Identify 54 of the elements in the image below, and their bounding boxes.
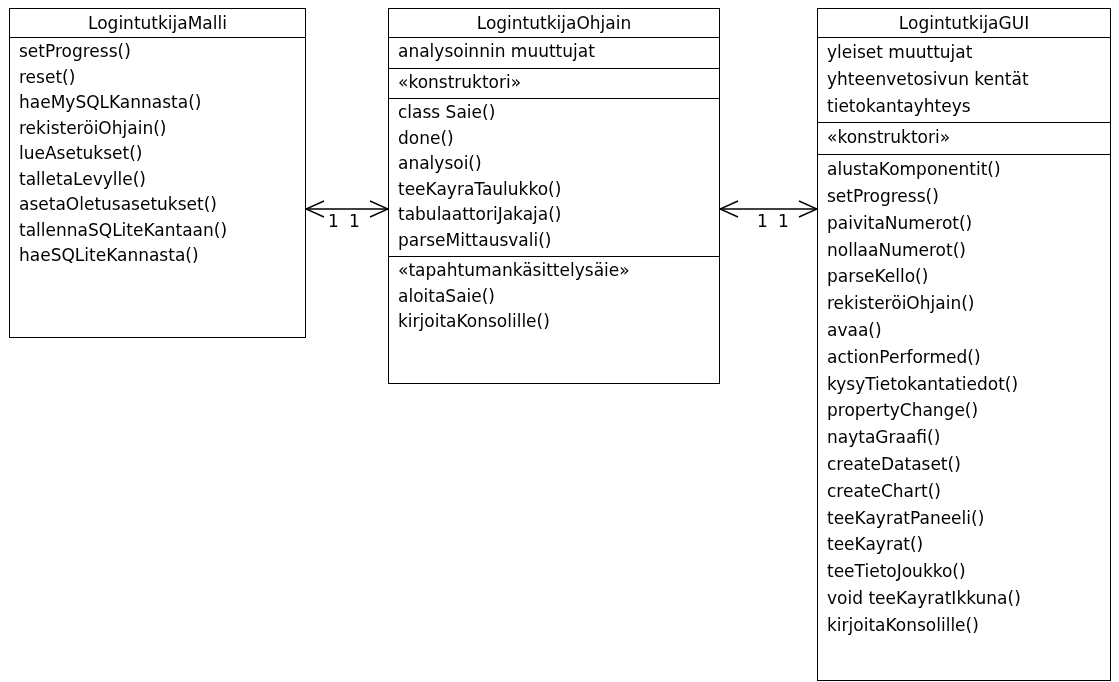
class-name: LogintutkijaGUI: [897, 12, 1031, 35]
class-member: asetaOletusasetukset(): [19, 193, 218, 216]
association-arrow: [305, 200, 389, 218]
multiplicity-label: 1: [778, 211, 789, 231]
multiplicity-label: 1: [757, 211, 768, 231]
class-member: reset(): [19, 65, 77, 89]
class-box: [817, 8, 1111, 681]
class-member: haeMySQLKannasta(): [19, 91, 203, 114]
class-member: lueAsetukset(): [19, 142, 144, 165]
class-member: parseMittausvali(): [398, 228, 553, 252]
class-member: haeSQLiteKannasta(): [19, 244, 200, 267]
class-member: nollaaNumerot(): [827, 238, 967, 262]
class-member: actionPerformed(): [827, 345, 982, 369]
class-member: teeTietoJoukko(): [827, 560, 967, 584]
class-member: teeKayrat(): [827, 533, 925, 557]
association-arrow: [719, 200, 818, 218]
class-member: rekisteröiOhjain(): [19, 116, 168, 140]
class-member: kirjoitaKonsolille(): [398, 310, 551, 333]
class-member: analysoinnin muuttujat: [398, 40, 596, 63]
class-member: done(): [398, 126, 455, 150]
class-member: parseKello(): [827, 265, 930, 289]
class-member: naytaGraafi(): [827, 426, 942, 450]
class-member: teeKayraTaulukko(): [398, 177, 563, 201]
class-member: createChart(): [827, 479, 942, 503]
class-member: setProgress(): [827, 185, 940, 208]
class-member: talletaLevylle(): [19, 167, 147, 191]
class-member: paivitaNumerot(): [827, 211, 974, 235]
class-member: kirjoitaKonsolille(): [827, 613, 980, 637]
class-member: class Saie(): [398, 101, 497, 124]
class-member: «tapahtumankäsittelysäie»: [398, 259, 631, 282]
class-member: setProgress(): [19, 40, 132, 63]
class-member: tietokantayhteys: [827, 94, 972, 118]
class-member: teeKayratPaneeli(): [827, 506, 986, 530]
class-member: createDataset(): [827, 452, 962, 476]
class-name: LogintutkijaMalli: [87, 12, 228, 35]
class-box: [9, 8, 306, 338]
class-member: avaa(): [827, 318, 883, 342]
class-member: yleiset muuttujat: [827, 41, 974, 64]
class-member: analysoi(): [398, 152, 483, 175]
class-member: yhteenvetosivun kentät: [827, 67, 1030, 91]
class-member: kysyTietokantatiedot(): [827, 372, 1020, 396]
class-box: [388, 8, 720, 384]
class-member: void teeKayratIkkuna(): [827, 586, 1022, 610]
class-member: tallennaSQLiteKantaan(): [19, 218, 229, 242]
class-member: propertyChange(): [827, 399, 980, 423]
class-member: alustaKomponentit(): [827, 158, 1002, 182]
class-member: tabulaattoriJakaja(): [398, 203, 563, 226]
class-member: «konstruktori»: [398, 70, 523, 94]
class-member: aloitaSaie(): [398, 284, 496, 308]
class-member: rekisteröiOhjain(): [827, 292, 976, 316]
multiplicity-label: 1: [328, 211, 339, 231]
class-member: «konstruktori»: [827, 126, 952, 150]
class-name: LogintutkijaOhjain: [475, 12, 633, 35]
multiplicity-label: 1: [349, 211, 360, 231]
